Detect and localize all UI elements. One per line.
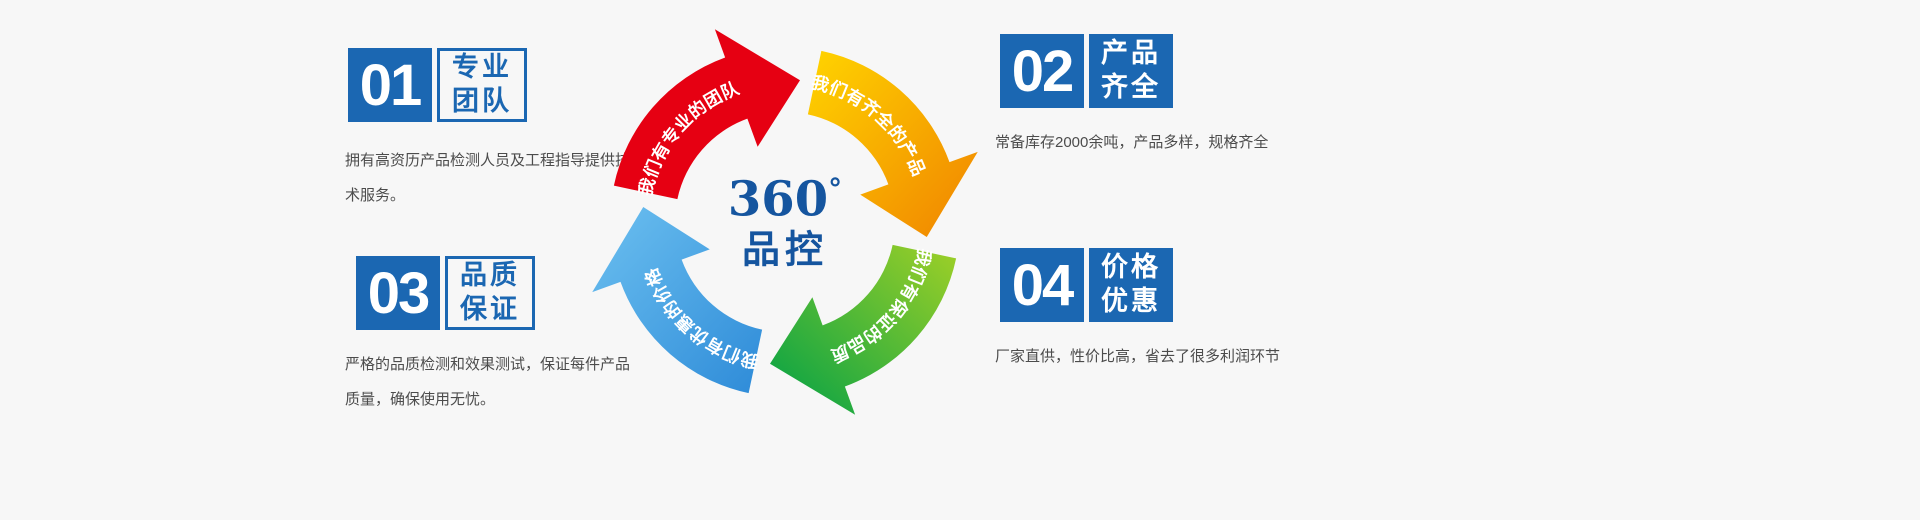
quality-ring-diagram: 我们有专业的团队 我们有齐全的产品 我们有保证的品质 我们有优惠的价格 <box>592 29 978 415</box>
feature-04: 04 价格 优惠 厂家直供，性价比高，省去了很多利润环节 <box>995 248 1280 375</box>
center-label: 360° 品控 <box>727 171 843 272</box>
feature-03-description: 严格的品质检测和效果测试，保证每件产品质量，确保使用无忧。 <box>345 356 631 408</box>
feature-03-badge: 03 品质 保证 <box>356 256 637 330</box>
feature-02-title-line2: 齐全 <box>1101 72 1161 102</box>
feature-03-title-line1: 品质 <box>460 260 520 291</box>
feature-03-number: 03 <box>356 256 440 330</box>
feature-04-title-line2: 优惠 <box>1101 286 1161 316</box>
feature-04-badge: 04 价格 优惠 <box>1000 248 1280 322</box>
degree-symbol: ° <box>828 172 843 206</box>
feature-01-number: 01 <box>348 48 432 122</box>
feature-01-title-line2: 团队 <box>452 86 512 116</box>
feature-04-title: 价格 优惠 <box>1089 248 1173 322</box>
feature-02: 02 产品 齐全 常备库存2000余吨，产品多样，规格齐全 <box>995 34 1268 161</box>
feature-04-title-line1: 价格 <box>1101 252 1161 283</box>
feature-04-description: 厂家直供，性价比高，省去了很多利润环节 <box>995 348 1281 365</box>
feature-01: 01 专业 团队 拥有高资历产品检测人员及工程指导提供技术服务。 <box>345 48 637 213</box>
feature-02-badge: 02 产品 齐全 <box>1000 34 1268 108</box>
feature-02-number: 02 <box>1000 34 1084 108</box>
feature-03: 03 品质 保证 严格的品质检测和效果测试，保证每件产品质量，确保使用无忧。 <box>345 256 637 417</box>
feature-01-title: 专业 团队 <box>437 48 527 122</box>
center-value: 360 <box>727 171 829 228</box>
feature-01-description: 拥有高资历产品检测人员及工程指导提供技术服务。 <box>345 152 631 204</box>
feature-02-title-line1: 产品 <box>1101 38 1161 69</box>
feature-03-title: 品质 保证 <box>445 256 535 330</box>
center-value-line: 360° <box>727 171 843 228</box>
center-sublabel: 品控 <box>741 226 829 272</box>
feature-02-title: 产品 齐全 <box>1089 34 1173 108</box>
feature-02-description: 常备库存2000余吨，产品多样，规格齐全 <box>995 134 1269 151</box>
feature-04-number: 04 <box>1000 248 1084 322</box>
feature-01-title-line1: 专业 <box>452 52 512 83</box>
feature-03-title-line2: 保证 <box>460 294 520 324</box>
feature-01-badge: 01 专业 团队 <box>348 48 637 122</box>
